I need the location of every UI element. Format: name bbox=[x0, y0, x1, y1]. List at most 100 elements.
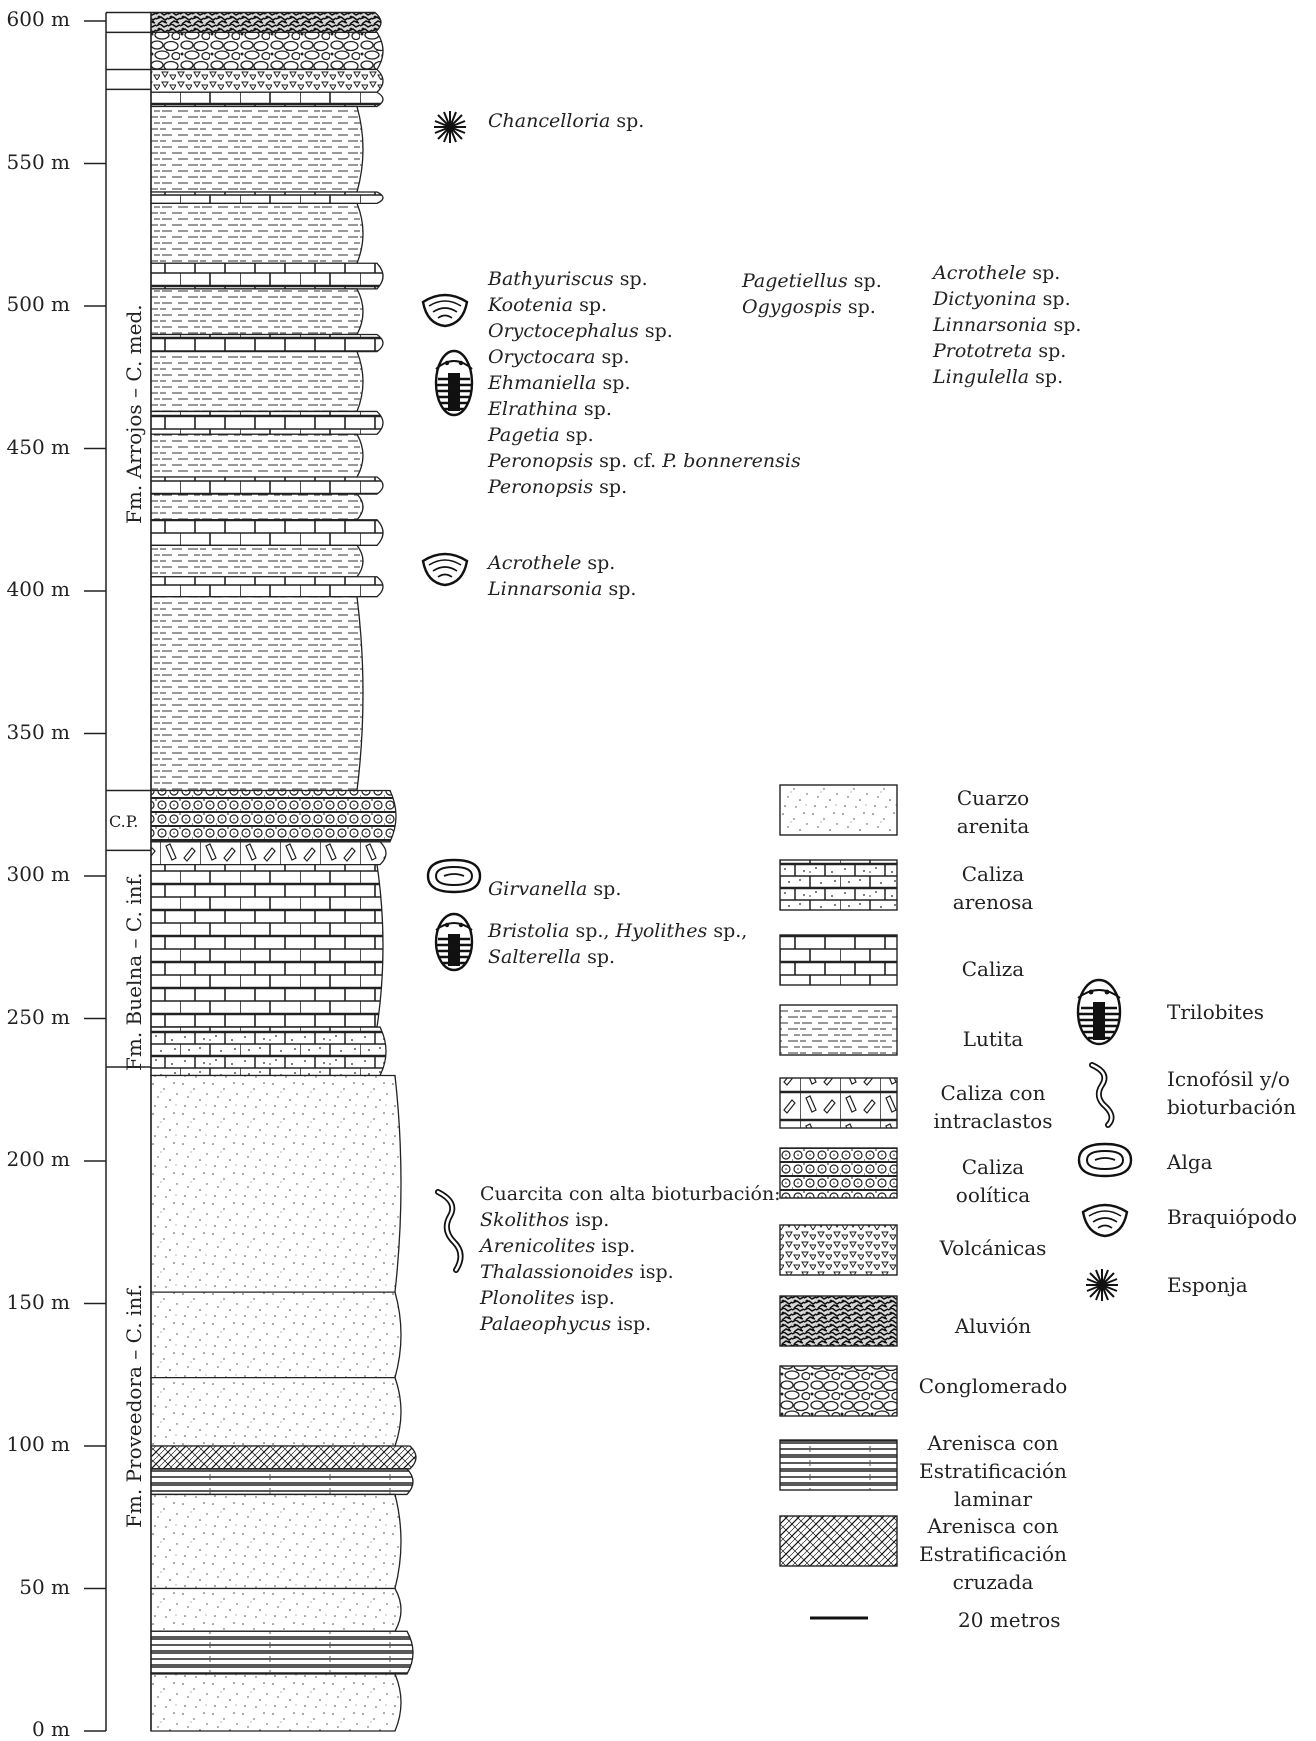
legend-icon-label-alga: Alga bbox=[1167, 1150, 1213, 1174]
fossil-name: Prototreta sp. bbox=[933, 340, 1067, 362]
stratum-cuarzo bbox=[150, 1673, 402, 1732]
axis-tick-label: 350 m bbox=[6, 719, 71, 744]
formation-label-buelna: Fm. Buelna – C. inf. bbox=[122, 872, 146, 1071]
stratum-lutita bbox=[150, 202, 364, 264]
stratum-lutita bbox=[150, 433, 364, 478]
stratum-caliza bbox=[150, 191, 384, 205]
axis-tick-label: 500 m bbox=[6, 292, 71, 316]
trilobite-icon bbox=[434, 349, 474, 417]
legend-icon-label-esponja: Esponja bbox=[1167, 1273, 1248, 1297]
stratum-cuarzo bbox=[150, 1291, 402, 1379]
axis-tick-label: 200 m bbox=[6, 1147, 71, 1171]
legend-swatch-intraclastos bbox=[779, 1077, 898, 1129]
strata-layers bbox=[150, 11, 417, 1732]
axis-tick-label: 550 m bbox=[6, 149, 71, 174]
fossil-name: Kootenia sp. bbox=[488, 294, 608, 316]
stratum-cuarzo bbox=[150, 1376, 402, 1447]
fossil-list-brachiopods-500m: Acrothele sp.Dictyonina sp.Linnarsonia s… bbox=[933, 260, 1081, 390]
depth-axis bbox=[84, 20, 106, 1732]
stratum-intraclastos bbox=[150, 841, 387, 866]
legend-label-aluvion: Aluvión bbox=[954, 1314, 1032, 1338]
sponge-icon bbox=[1086, 1269, 1118, 1301]
axis-tick-label: 250 m bbox=[6, 1004, 71, 1029]
legend-swatch-volcanicas bbox=[779, 1224, 898, 1276]
stratum-cuarzo bbox=[150, 1493, 402, 1590]
legend-swatch-oolitica bbox=[779, 1147, 898, 1199]
stratum-caliza bbox=[150, 333, 384, 353]
formation-column bbox=[105, 11, 151, 1731]
trilobite-icon bbox=[434, 912, 474, 972]
fossil-name: Cuarcita con alta bioturbación: bbox=[480, 1183, 781, 1205]
legend-swatch-conglomerado bbox=[779, 1365, 898, 1417]
legend-swatch-lutita bbox=[779, 1004, 898, 1056]
fossil-name: Plonolites isp. bbox=[480, 1287, 615, 1309]
brachiopod-icon bbox=[1081, 1203, 1129, 1238]
legend-swatch-cruzada bbox=[779, 1515, 898, 1567]
ichnofossil-icon bbox=[435, 1189, 464, 1273]
legend-swatch-cuarzo bbox=[779, 784, 898, 836]
fossil-list-trilobites-500m: Bathyuriscus sp. Kootenia sp. Oryctocephal… bbox=[488, 266, 801, 500]
stratum-cuarzo bbox=[150, 1587, 402, 1632]
stratum-lutita bbox=[150, 596, 364, 792]
scale-label: 20 metros bbox=[958, 1608, 1061, 1632]
trilobite-icon bbox=[1076, 978, 1122, 1046]
stratum-lutita bbox=[150, 350, 364, 413]
fossil-name: Oryctocara sp. bbox=[488, 346, 630, 368]
fossil-name: Thalassionoides isp. bbox=[480, 1261, 674, 1283]
formation-label-cp: C.P. bbox=[109, 812, 139, 831]
legend-icon-label-braquiopodo: Braquiópodo bbox=[1167, 1205, 1297, 1229]
stratum-conglomerado bbox=[150, 31, 384, 71]
stratum-caliza bbox=[150, 519, 384, 547]
stratum-oolitica bbox=[150, 789, 397, 843]
stratum-lutita bbox=[150, 288, 364, 336]
formation-label-arrojos: Fm. Arrojos – C. med. bbox=[122, 304, 146, 524]
fossil-name: Acrothele sp. bbox=[488, 552, 616, 574]
fossil-list-girvanella: Girvanella sp. bbox=[488, 876, 621, 902]
axis-tick-label: 150 m bbox=[6, 1289, 71, 1314]
fossil-name: Lingulella sp. bbox=[933, 366, 1064, 388]
axis-tick-label: 300 m bbox=[6, 862, 71, 886]
fossil-name: Girvanella sp. bbox=[488, 878, 622, 900]
alga-icon bbox=[1077, 1142, 1133, 1178]
fossil-name: Ogygospis sp. bbox=[742, 296, 876, 318]
fossil-name: Ehmaniella sp. bbox=[488, 372, 631, 394]
stratum-caliza bbox=[150, 863, 384, 1028]
legend-swatches bbox=[779, 784, 898, 1567]
fossil-name: Bathyuriscus sp. bbox=[488, 268, 648, 290]
fossil-list-ichnofossils: Cuarcita con alta bioturbación:Skolithos… bbox=[480, 1181, 781, 1337]
fossil-name: Chancelloria sp. bbox=[488, 110, 645, 132]
stratum-caliza bbox=[150, 91, 384, 108]
legend-icon-label-trilobites: Trilobites bbox=[1167, 1000, 1265, 1024]
legend-swatch-caliza bbox=[779, 934, 898, 986]
fossil-name: Arenicolites isp. bbox=[480, 1235, 636, 1257]
fossil-name: Acrothele sp. bbox=[933, 262, 1061, 284]
ichnofossil-icon bbox=[1089, 1062, 1115, 1128]
fossil-name: Pagetiellus sp. bbox=[742, 270, 882, 292]
legend-label-lutita: Lutita bbox=[962, 1027, 1024, 1051]
legend-label-volcanicas: Volcánicas bbox=[939, 1236, 1047, 1260]
stratum-cruzada bbox=[150, 1445, 417, 1470]
stratum-caliza bbox=[150, 262, 384, 290]
fossil-name: Oryctocephalus sp. bbox=[488, 320, 673, 342]
fossil-list-chancelloria: Chancelloria sp. bbox=[488, 108, 644, 134]
stratum-laminar bbox=[150, 1468, 414, 1496]
fossil-list-brachiopods-410m: Acrothele sp. Linnarsonia sp. bbox=[488, 550, 636, 602]
fossil-name: Linnarsonia sp. bbox=[488, 578, 637, 600]
fossil-list-bristolia: Bristolia sp., Hyolithes sp.,Salterella … bbox=[488, 918, 747, 970]
stratum-volcanicas bbox=[150, 68, 384, 93]
stratum-caliza bbox=[150, 410, 384, 435]
axis-tick-label: 400 m bbox=[6, 577, 71, 601]
stratum-caliza bbox=[150, 576, 384, 598]
axis-tick-label: 50 m bbox=[19, 1574, 70, 1599]
formation-label-proveedora: Fm. Proveedora – C. inf. bbox=[122, 1283, 146, 1528]
alga-icon bbox=[426, 858, 482, 894]
fossil-name: Palaeophycus isp. bbox=[480, 1313, 652, 1335]
